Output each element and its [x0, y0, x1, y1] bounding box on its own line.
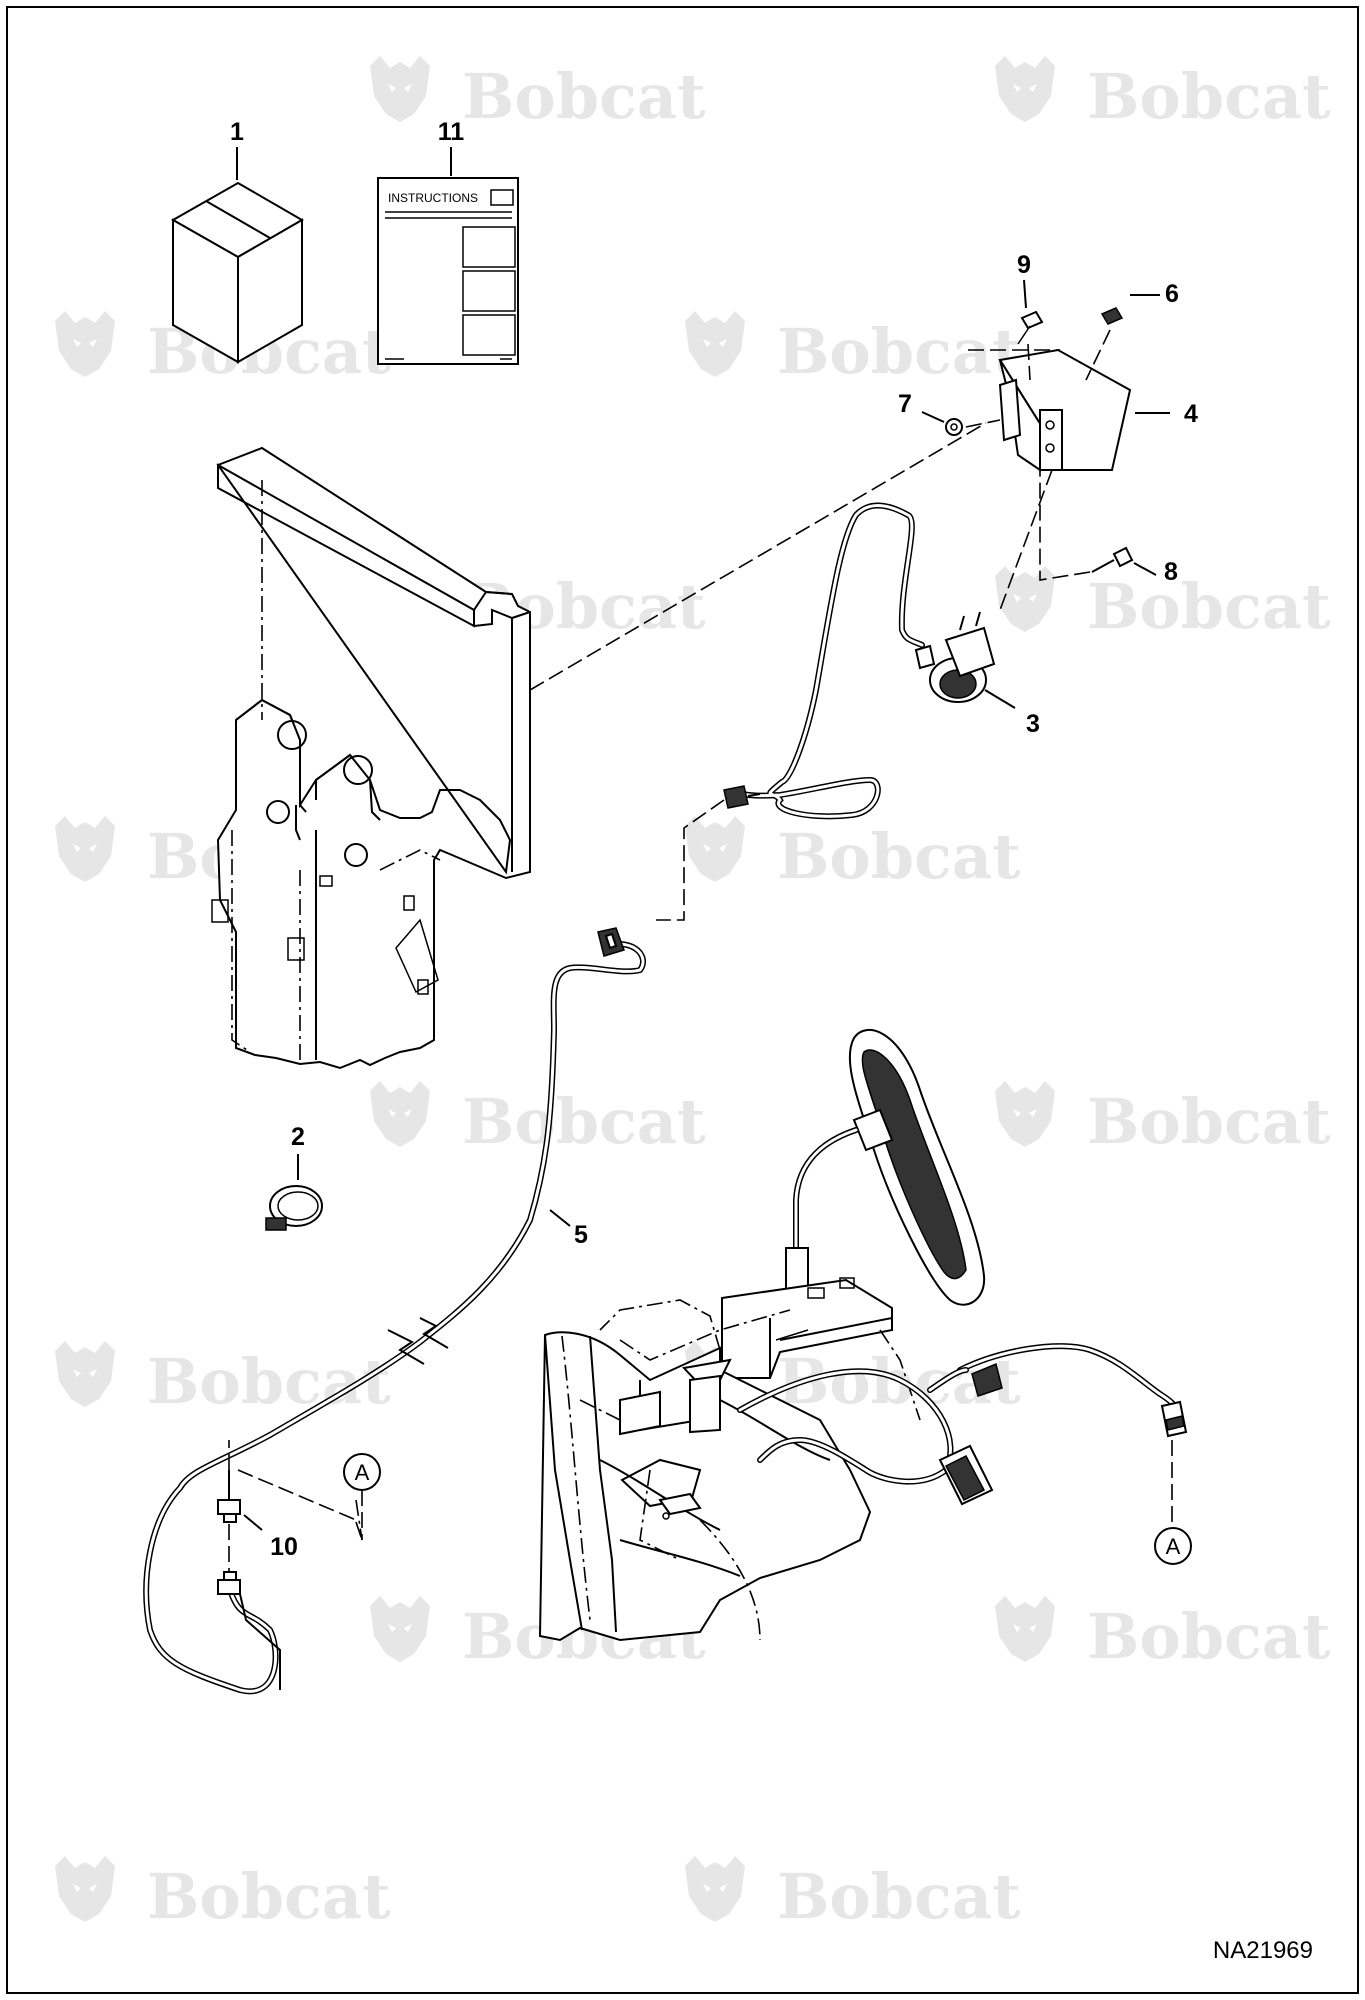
- watermark-brand-text: Bobcat: [462, 60, 706, 133]
- part-4-bracket: [998, 348, 1132, 472]
- mount-line-sensor: [999, 469, 1053, 611]
- watermark-reg-mark: ®: [345, 360, 357, 377]
- watermark-reg-mark: ®: [975, 865, 987, 882]
- callout-leader-7: [921, 411, 945, 423]
- callout-11: 11: [438, 118, 465, 146]
- watermark-brand-text: Bobcat: [1087, 1085, 1331, 1158]
- watermark-brand-text: Bobcat: [1087, 570, 1331, 643]
- callout-leader-10: [243, 1514, 263, 1531]
- callout-leader-8: [1133, 562, 1157, 576]
- watermark-reg-mark: ®: [660, 105, 672, 122]
- watermark-4-0: Bobcat®: [370, 1081, 706, 1158]
- callout-6: 6: [1165, 280, 1179, 308]
- watermark-layer: Bobcat®Bobcat®Bobcat®Bobcat®Bobcat®Bobca…: [55, 56, 1331, 1933]
- part-2-cable-tie: [265, 1185, 323, 1231]
- watermark-reg-mark: ®: [975, 360, 987, 377]
- watermark-reg-mark: ®: [345, 1390, 357, 1407]
- watermark-0-1: Bobcat®: [995, 56, 1331, 133]
- part-7-nut: [945, 418, 963, 436]
- connection-marker-a-left-label: A: [355, 1460, 370, 1485]
- watermark-2-1: Bobcat®: [995, 566, 1331, 643]
- mount-line-9: [1027, 343, 1031, 381]
- watermark-7-0: Bobcat®: [55, 1856, 391, 1933]
- callout-7: 7: [898, 390, 912, 418]
- watermark-reg-mark: ®: [1285, 105, 1297, 122]
- mount-line-8: [1039, 470, 1091, 581]
- callout-1: 1: [230, 118, 244, 146]
- watermark-reg-mark: ®: [660, 615, 672, 632]
- watermark-5-0: Bobcat®: [55, 1341, 391, 1418]
- watermark-reg-mark: ®: [975, 1905, 987, 1922]
- part-9-bolt: [1017, 310, 1044, 345]
- part-6-nut: [1100, 307, 1124, 325]
- watermark-7-1: Bobcat®: [685, 1856, 1021, 1933]
- part-10-fittings: [217, 1470, 281, 1690]
- callout-8: 8: [1164, 558, 1178, 586]
- connection-marker-a-right-label: A: [1166, 1534, 1181, 1559]
- figure-id: NA21969: [1213, 1937, 1313, 1964]
- mount-line-6: [1085, 329, 1111, 381]
- diagram-frame: [6, 6, 1359, 1994]
- watermark-brand-text: Bobcat: [1087, 60, 1331, 133]
- callout-10: 10: [270, 1533, 298, 1561]
- watermark-brand-text: Bobcat: [147, 1860, 391, 1933]
- watermark-brand-text: Bobcat: [777, 315, 1021, 388]
- watermark-6-1: Bobcat®: [995, 1596, 1331, 1673]
- watermark-brand-text: Bobcat: [1087, 1600, 1331, 1673]
- part-5-harness: [143, 927, 646, 1695]
- panel-hidden-line-2: [231, 830, 251, 1053]
- part-3-sensor: [723, 502, 996, 820]
- watermark-brand-text: Bobcat: [777, 1860, 1021, 1933]
- watermark-0-0: Bobcat®: [370, 56, 706, 133]
- watermark-reg-mark: ®: [660, 1130, 672, 1147]
- mount-line-bracket-to-panel: [529, 422, 987, 691]
- connection-marker-a-left: A: [343, 1453, 381, 1491]
- connection-line-3-5: [656, 799, 725, 921]
- watermark-reg-mark: ®: [345, 1905, 357, 1922]
- watermark-reg-mark: ®: [1285, 1130, 1297, 1147]
- console-assembly: [538, 1028, 1188, 1642]
- callout-9: 9: [1017, 251, 1031, 279]
- machine-panel: [211, 446, 531, 1070]
- watermark-3-1: Bobcat®: [685, 816, 1021, 893]
- watermark-brand-text: Bobcat: [777, 820, 1021, 893]
- part-11-instruction-sheet: [377, 177, 519, 365]
- callout-4: 4: [1184, 400, 1198, 428]
- callout-5: 5: [574, 1221, 588, 1249]
- panel-hidden-line-4: [379, 849, 441, 871]
- callout-leader-5: [549, 1209, 571, 1227]
- callout-leader-3: [984, 689, 1016, 709]
- watermark-reg-mark: ®: [660, 1645, 672, 1662]
- callout-2: 2: [291, 1123, 305, 1151]
- connection-line-a-left: [355, 1499, 363, 1541]
- watermark-1-1: Bobcat®: [685, 311, 1021, 388]
- mount-line-7: [965, 419, 1001, 428]
- watermark-4-1: Bobcat®: [995, 1081, 1331, 1158]
- watermark-brand-text: Bobcat: [462, 1085, 706, 1158]
- instruction-sheet-title: INSTRUCTIONS: [388, 191, 478, 205]
- connection-line-10: [228, 1440, 357, 1572]
- watermark-brand-text: Bobcat: [147, 1345, 391, 1418]
- callout-3: 3: [1026, 710, 1040, 738]
- watermark-reg-mark: ®: [1285, 615, 1297, 632]
- watermark-reg-mark: ®: [1285, 1645, 1297, 1662]
- connection-line-a-left-diag: [355, 1521, 363, 1541]
- part-1-box: [170, 181, 304, 364]
- connection-marker-a-right: A: [1154, 1527, 1192, 1565]
- part-8-bolt: [1091, 546, 1134, 573]
- callout-leader-9: [1023, 279, 1027, 309]
